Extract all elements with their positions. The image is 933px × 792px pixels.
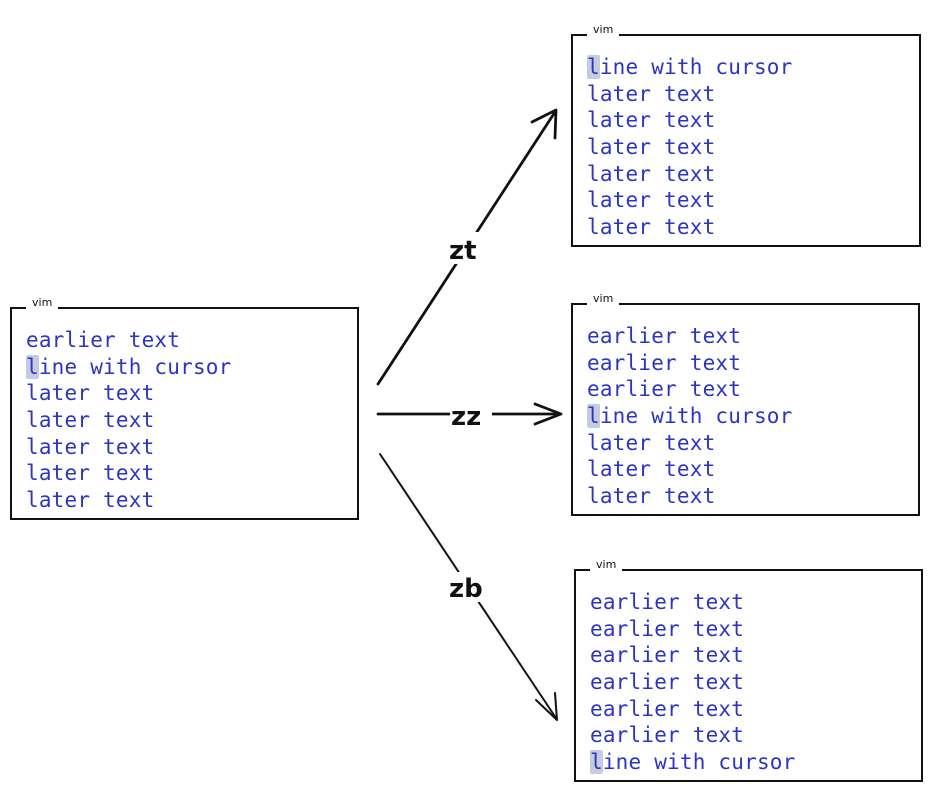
buffer-line: earlier text [587,324,742,348]
cursor-line-rest: ine with cursor [599,55,793,79]
cmd-label-zz: zz [451,402,481,432]
buffer-line: later text [26,408,155,433]
window-title: vim [26,296,59,310]
buffer-line: earlier text [587,350,742,375]
cmd-label-zt: zt [449,236,477,266]
buffer-line: later text [26,488,155,513]
cmd-label-zb: zb [449,574,483,604]
buffer-line: earlier text [590,643,745,668]
buffer-line: earlier text [590,616,745,641]
buffer-line: later text [587,484,716,509]
buffer-line: later text [587,135,716,160]
buffer-line: later text [587,161,716,186]
buffer-line: later text [26,381,155,406]
buffer-line: later text [587,215,716,240]
buffer-line: later text [26,461,155,486]
buffer-line: line with cursor [587,403,793,430]
window-title: vim [587,23,620,37]
window-title: vim [587,292,620,306]
buffer-line: later text [587,457,716,482]
buffer-line: earlier text [590,723,745,748]
zb-label-bg [446,572,488,602]
cursor-block: l [26,354,39,379]
cursor-block: l [587,404,600,429]
buffer-line: earlier text [590,696,745,721]
buffer-line: line with cursor [587,54,793,81]
buffer-line: later text [587,188,716,213]
buffer-line: earlier text [590,670,745,695]
buffer-line: earlier text [587,377,742,402]
buffer-line: earlier text [590,590,745,614]
cursor-block: l [590,750,603,775]
window-title: vim [590,558,623,572]
cursor-line-rest: ine with cursor [38,354,232,379]
cursor-line-rest: ine with cursor [602,750,796,775]
buffer-line: later text [587,108,716,133]
buffer-line: line with cursor [590,749,796,776]
buffer-line: later text [587,430,716,455]
zt-label-bg [446,232,488,264]
cursor-line-rest: ine with cursor [599,404,793,429]
buffer-line: later text [587,81,716,106]
buffer-line: earlier text [26,328,181,352]
cursor-block: l [587,55,600,79]
zz-label-bg [450,402,492,426]
buffer-line: later text [26,434,155,459]
buffer-line: line with cursor [26,354,232,381]
